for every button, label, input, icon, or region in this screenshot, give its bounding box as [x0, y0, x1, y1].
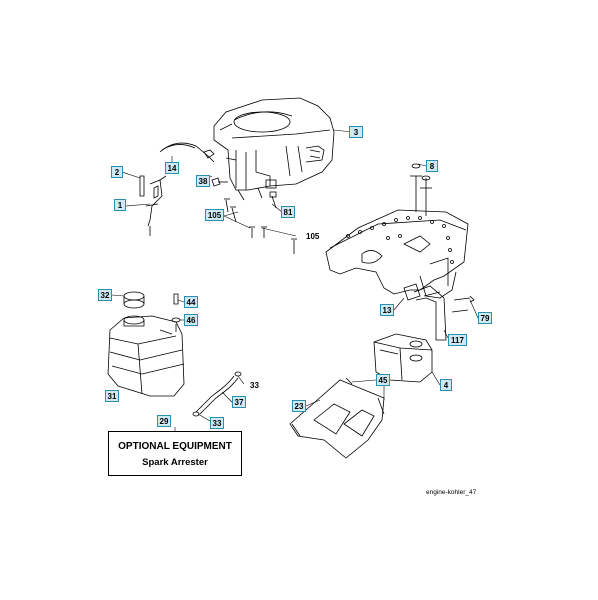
throttle-control-drawing	[139, 175, 167, 236]
callout-38: 38	[196, 175, 210, 187]
bolts-drawing	[211, 177, 297, 254]
callout-46: 46	[184, 314, 198, 326]
callout-23: 23	[292, 400, 306, 412]
callout-3: 3	[349, 126, 363, 138]
fuel-tank-drawing	[107, 315, 185, 397]
callout-37: 37	[232, 396, 246, 408]
optional-equipment-title: OPTIONAL EQUIPMENT	[118, 441, 232, 452]
callout-117: 117	[448, 334, 467, 346]
gas-cap-drawing	[123, 291, 145, 309]
leader-lines	[111, 129, 479, 431]
spark-arrester-label: Spark Arrester	[142, 457, 208, 468]
callout-44: 44	[184, 296, 198, 308]
callout-105-b: 105	[306, 232, 320, 241]
callout-4: 4	[440, 379, 452, 391]
exhaust-pipe-drawing	[403, 283, 475, 341]
hose-drawing	[192, 371, 242, 417]
callout-1: 1	[114, 199, 126, 211]
engine-drawing	[213, 97, 335, 201]
callout-29: 29	[157, 415, 171, 427]
optional-equipment-box: OPTIONAL EQUIPMENT Spark Arrester	[108, 431, 242, 476]
callout-45: 45	[376, 374, 390, 386]
fuel-fitting-drawing	[171, 293, 181, 332]
callout-81: 81	[281, 206, 295, 218]
callout-33-a: 33	[250, 381, 259, 390]
callout-33-b: 33	[210, 417, 224, 429]
callout-31: 31	[105, 390, 119, 402]
frame-drawing	[325, 163, 469, 299]
callout-14: 14	[165, 162, 179, 174]
figure-id: engine-kohler_47	[426, 489, 477, 496]
fuel-line-drawing	[159, 142, 215, 163]
callout-32: 32	[98, 289, 112, 301]
callout-105-a: 105	[205, 209, 224, 221]
callout-2: 2	[111, 166, 123, 178]
callout-13: 13	[380, 304, 394, 316]
callout-79: 79	[478, 312, 492, 324]
heat-shield-drawing	[289, 377, 385, 459]
callout-8: 8	[426, 160, 438, 172]
